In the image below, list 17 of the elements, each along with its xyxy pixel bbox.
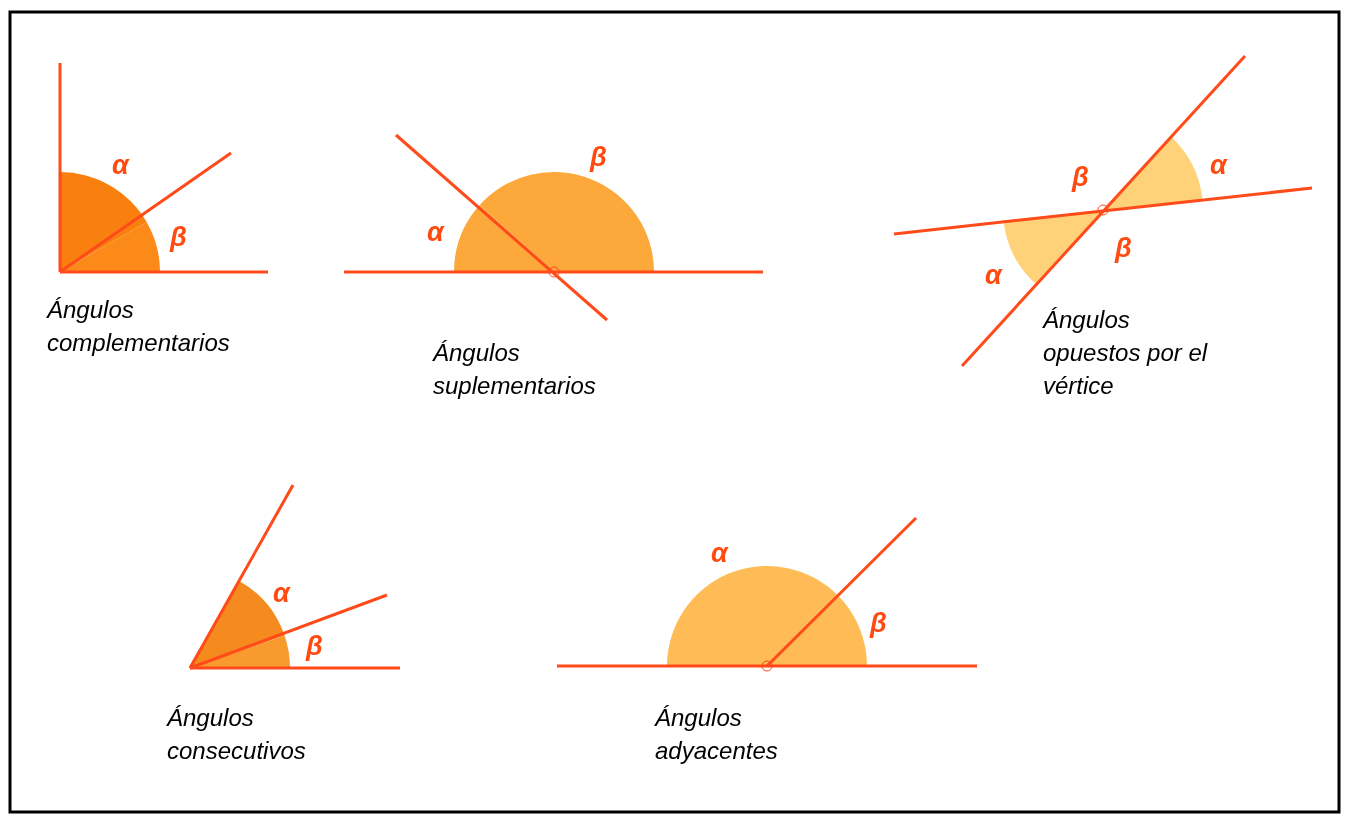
- angle-symbol: β: [870, 608, 887, 638]
- caption: Ángulos suplementarios: [433, 338, 597, 401]
- angle-symbol: α: [112, 150, 129, 180]
- angle-symbol: α: [427, 217, 444, 247]
- angle-symbol: α: [273, 578, 290, 608]
- angle-symbol: β: [306, 631, 323, 661]
- caption: Ángulos complementarios: [47, 295, 231, 358]
- angle-symbol: β: [590, 142, 607, 172]
- angle-symbol: α: [711, 538, 728, 568]
- caption: Ángulos opuestos por el vértice: [1043, 305, 1209, 401]
- angle-symbol: α: [985, 260, 1002, 290]
- caption: Ángulos consecutivos: [167, 703, 307, 766]
- angle-symbol: α: [1210, 150, 1227, 180]
- angle-symbol: β: [1115, 233, 1132, 263]
- angle-symbol: β: [1072, 162, 1089, 192]
- angle-symbol: β: [170, 222, 187, 252]
- caption: Ángulos adyacentes: [655, 703, 779, 766]
